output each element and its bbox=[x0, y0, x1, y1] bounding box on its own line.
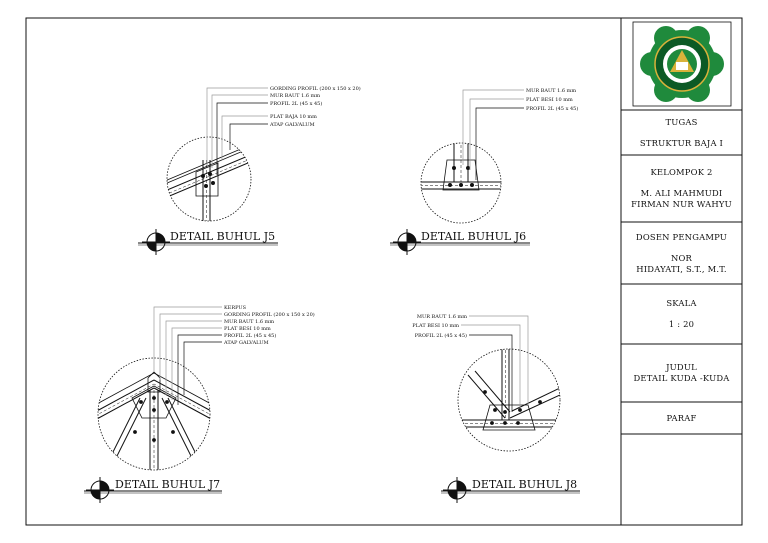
paraf-label: PARAF bbox=[666, 412, 697, 423]
j7-label-1: KERPUS bbox=[224, 305, 247, 311]
skala-cell: SKALA 1 : 20 bbox=[622, 284, 741, 344]
group-cell: KELOMPOK 2 M. ALI MAHMUDI FIRMAN NUR WAH… bbox=[622, 155, 741, 222]
member-2: FIRMAN NUR WAHYU bbox=[631, 199, 732, 209]
detail-j7-labels: KERPUS GORDING PROFIL (200 x 150 x 20) M… bbox=[223, 305, 315, 346]
skala-label: SKALA bbox=[666, 298, 697, 308]
judul-value: DETAIL KUDA -KUDA bbox=[633, 373, 730, 383]
section-marker-icon bbox=[142, 229, 170, 255]
detail-j7-drawing bbox=[97, 357, 211, 471]
j6-label-3: PROFIL 2L (45 x 45) bbox=[526, 105, 578, 112]
detail-j5-title: DETAIL BUHUL J5 bbox=[138, 229, 278, 255]
detail-j6-drawing bbox=[420, 142, 502, 224]
j8-label-2: PLAT BESI 10 mm bbox=[412, 323, 459, 329]
j7-label-4: PLAT BESI 10 mm bbox=[224, 326, 271, 332]
detail-j8-labels: MUR BAUT 1.6 mm PLAT BESI 10 mm PROFIL 2… bbox=[412, 314, 467, 339]
group-name: KELOMPOK 2 bbox=[650, 167, 713, 177]
j7-label-6: ATAP GALVALUM bbox=[223, 340, 269, 346]
skala-value: 1 : 20 bbox=[668, 319, 695, 329]
j8-label-3: PROFIL 2L (45 x 45) bbox=[415, 332, 467, 339]
detail-j6-title: DETAIL BUHUL J6 bbox=[390, 229, 530, 255]
dosen-name-2: HIDAYATI, S.T., M.T. bbox=[636, 263, 727, 274]
member-1: M. ALI MAHMUDI bbox=[640, 188, 723, 198]
j7-label-2: GORDING PROFIL (200 x 150 x 20) bbox=[224, 311, 315, 318]
section-marker-icon bbox=[393, 229, 421, 255]
tugas-label: TUGAS bbox=[665, 116, 698, 127]
tugas-cell: TUGAS STRUKTUR BAJA I bbox=[622, 110, 741, 155]
section-marker-icon bbox=[443, 477, 471, 503]
j5-label-2: MUR BAUT 1.6 mm bbox=[270, 93, 320, 99]
detail-j5-drawing bbox=[166, 136, 252, 222]
detail-j6-leaders bbox=[462, 89, 524, 180]
detail-j7-title: DETAIL BUHUL J7 bbox=[84, 477, 222, 503]
title-block-grid bbox=[621, 109, 742, 435]
section-marker-icon bbox=[86, 477, 114, 503]
detail-j8-title: DETAIL BUHUL J8 bbox=[441, 477, 580, 503]
detail-j6-labels: MUR BAUT 1.6 mm PLAT BESI 10 mm PROFIL 2… bbox=[526, 88, 578, 112]
detail-j5-leaders bbox=[206, 87, 268, 175]
j6-label-1: MUR BAUT 1.6 mm bbox=[526, 88, 576, 94]
paraf-cell: PARAF bbox=[622, 402, 741, 434]
j5-label-4: PLAT BAJA 10 mm bbox=[270, 114, 317, 120]
dosen-name-1: NOR bbox=[670, 252, 693, 263]
tugas-value: STRUKTUR BAJA I bbox=[639, 137, 724, 148]
judul-label: JUDUL bbox=[666, 362, 697, 372]
j5-label-1: GORDING PROFIL (200 x 150 x 20) bbox=[270, 85, 361, 92]
sheet-border bbox=[25, 17, 743, 526]
judul-cell: JUDUL DETAIL KUDA -KUDA bbox=[622, 344, 741, 402]
dosen-label: DOSEN PENGAMPU bbox=[635, 231, 728, 242]
detail-j8-drawing bbox=[457, 348, 561, 452]
university-logo bbox=[632, 21, 732, 107]
j5-title: DETAIL BUHUL J5 bbox=[170, 230, 275, 243]
j7-title: DETAIL BUHUL J7 bbox=[115, 478, 220, 491]
detail-j8-leaders bbox=[461, 315, 529, 412]
j7-label-3: MUR BAUT 1.6 mm bbox=[224, 319, 274, 325]
signature-area bbox=[622, 434, 741, 525]
j7-label-5: PROFIL 2L (45 x 45) bbox=[224, 332, 276, 339]
detail-j5-labels: GORDING PROFIL (200 x 150 x 20) MUR BAUT… bbox=[269, 85, 361, 128]
j5-label-5: ATAP GALVALUM bbox=[269, 122, 315, 128]
j8-title: DETAIL BUHUL J8 bbox=[472, 478, 577, 491]
j8-label-1: MUR BAUT 1.6 mm bbox=[417, 314, 467, 320]
detail-j7-leaders bbox=[153, 306, 222, 405]
j6-label-2: PLAT BESI 10 mm bbox=[526, 97, 573, 103]
dosen-cell: DOSEN PENGAMPU NOR HIDAYATI, S.T., M.T. bbox=[622, 222, 741, 284]
j5-label-3: PROFIL 2L (45 x 45) bbox=[270, 100, 322, 107]
j6-title: DETAIL BUHUL J6 bbox=[421, 230, 526, 243]
